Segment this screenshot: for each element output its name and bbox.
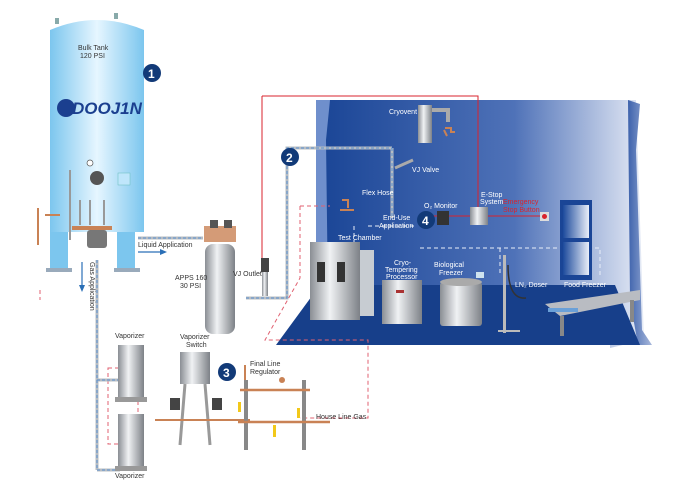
hand-valve-icon: [340, 199, 354, 211]
badge-2: 2: [281, 148, 299, 166]
pressure-gauge-icon: [90, 171, 104, 185]
gas-application-label: Gas Application: [88, 262, 95, 311]
bio-freezer-label-2: Freezer: [439, 270, 464, 277]
tank-pressure: 120 PSI: [80, 53, 105, 60]
supply-pipe: [95, 146, 394, 472]
cryovent: [418, 105, 455, 143]
room-door: [560, 200, 592, 280]
o2-monitor-label: O₂ Monitor: [424, 203, 458, 210]
bulk-tank: [37, 13, 144, 272]
vap-switch-label-1: Vaporizer: [180, 334, 210, 341]
liquid-application-label: Liquid Application: [138, 242, 193, 249]
vj-outlet-label: VJ Outlet: [233, 271, 262, 278]
tank-valve-icon: [87, 230, 107, 248]
estop-label-2: System: [480, 199, 504, 206]
vaporizer-bottom: [115, 414, 147, 471]
estop-label-1: E-Stop: [481, 192, 503, 199]
vaporizer-top-label: Vaporizer: [115, 333, 145, 340]
svg-text:2: 2: [286, 151, 293, 165]
vaporizer-top: [115, 345, 147, 402]
apps-model-label: APPS 160: [175, 275, 207, 282]
svg-text:1: 1: [148, 67, 155, 81]
vaporizer-bottom-label: Vaporizer: [115, 473, 145, 480]
house-line-gas-label: House Line Gas: [316, 414, 367, 421]
emergency-label-1: Emergency: [503, 199, 539, 206]
food-freezer: [545, 290, 640, 336]
brand-logo: DOOJ1N: [72, 99, 143, 118]
vj-valve-label: VJ Valve: [412, 167, 439, 174]
end-use-label-2: Application: [379, 223, 413, 230]
vaporizer-switch: [155, 352, 250, 446]
final-regulator-label-1: Final Line: [250, 361, 280, 368]
apps-pressure-label: 30 PSI: [180, 283, 201, 290]
cryo-label-1: Cryo-: [394, 260, 412, 267]
badge-3: 3: [218, 363, 236, 381]
control-wiring: [261, 95, 546, 258]
flex-hose-label: Flex Hose: [362, 190, 394, 197]
ln2-doser-label: LN₂ Doser: [515, 282, 548, 289]
cryo-label-3: Processor: [386, 274, 418, 281]
food-freezer-label: Food Freezer: [564, 282, 607, 289]
room-right-wall-edge: [628, 100, 652, 345]
vj-valve-icon: [394, 158, 414, 170]
emergency-label-2: Stop Button: [503, 207, 540, 214]
vj-outlet: [261, 258, 269, 296]
cryo-label-2: Tempering: [385, 267, 418, 274]
biological-freezer: [440, 272, 484, 326]
final-regulator-label-2: Regulator: [250, 369, 281, 376]
badge-1: 1: [143, 64, 161, 82]
estop-system-icon: [470, 207, 488, 225]
logo-mark-icon: [57, 99, 75, 117]
test-chamber: [310, 242, 374, 320]
test-chamber-label: Test Chamber: [338, 235, 382, 242]
bio-freezer-label-1: Biological: [434, 262, 464, 269]
end-use-label-1: End-Use: [383, 215, 410, 222]
svg-text:4: 4: [422, 214, 429, 228]
svg-text:3: 3: [223, 366, 230, 380]
ln2-doser: [498, 255, 527, 333]
cryovent-label: Cryovent: [389, 109, 417, 116]
o2-monitor-icon: [437, 211, 449, 225]
badge-4: 4: [417, 211, 435, 229]
final-line-regulator: [238, 377, 330, 450]
apps-cylinder: [204, 220, 236, 334]
tank-label: Bulk Tank: [78, 45, 109, 52]
cryo-tempering-processor: [382, 280, 422, 324]
vap-switch-label-2: Switch: [186, 342, 207, 349]
